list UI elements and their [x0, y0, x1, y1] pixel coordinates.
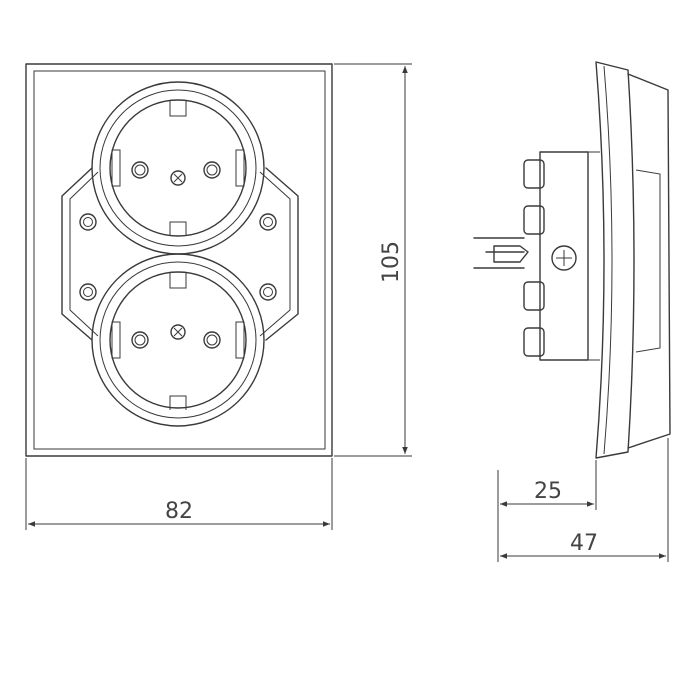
socket-upper-ring — [99, 89, 257, 247]
center-screw-icon — [170, 170, 186, 186]
notch-right — [235, 321, 245, 359]
cover-profile — [595, 61, 635, 459]
frame-outer — [25, 63, 333, 457]
pin-hole-right — [203, 331, 221, 349]
insert-outline — [61, 167, 299, 341]
clamp-pin — [473, 237, 525, 269]
side-screw-cross — [556, 250, 572, 266]
pin-hole-left-inner — [134, 164, 146, 176]
clamp-head — [493, 245, 529, 263]
socket-upper — [91, 81, 265, 255]
socket-lower-well — [109, 271, 247, 409]
socket-lower-ring — [99, 261, 257, 419]
side-screw-icon — [551, 245, 577, 271]
socket-upper-well — [109, 99, 247, 237]
front-view: 105 82 — [25, 63, 412, 530]
center-screw-icon — [170, 324, 186, 340]
fixing-hole-br-inner — [263, 287, 273, 297]
dim-label-height: 105 — [379, 241, 404, 283]
notch-right — [235, 149, 245, 187]
cover-profile-inner — [603, 65, 613, 455]
dim-label-depth-inner: 25 — [534, 479, 562, 504]
pin-hole-left — [131, 331, 149, 349]
rear-housing-step — [635, 169, 661, 353]
pin-hole-left-inner — [134, 334, 146, 346]
insert-outline-inner — [69, 171, 291, 337]
socket-lower-rim — [91, 253, 265, 427]
pin-hole-right-inner — [206, 164, 218, 176]
fixing-hole-bl — [79, 283, 97, 301]
pin-hole-right-inner — [206, 334, 218, 346]
screw-cross — [173, 327, 183, 337]
socket-lower — [91, 253, 265, 427]
earth-clip-top — [169, 100, 187, 117]
mount-block — [539, 151, 589, 361]
side-view: 25 47 — [473, 61, 671, 562]
earth-clip-top — [169, 272, 187, 289]
notch-left — [111, 149, 121, 187]
notch-left — [111, 321, 121, 359]
socket-upper-rim — [91, 81, 265, 255]
fixing-hole-tr-inner — [263, 217, 273, 227]
earth-clip-bottom — [169, 221, 187, 236]
pin-hole-left — [131, 161, 149, 179]
fixing-hole-bl-inner — [83, 287, 93, 297]
frame-inner — [33, 70, 326, 450]
earth-clip-bottom — [169, 395, 187, 410]
dim-label-depth-total: 47 — [570, 531, 598, 556]
screw-cross — [173, 173, 183, 183]
dim-label-width: 82 — [165, 499, 193, 524]
pin-hole-right — [203, 161, 221, 179]
terminal-tabs — [523, 159, 545, 357]
fixing-hole-tr — [259, 213, 277, 231]
rear-housing — [627, 73, 671, 449]
fixing-hole-tl — [79, 213, 97, 231]
fixing-hole-tl-inner — [83, 217, 93, 227]
fixing-hole-br — [259, 283, 277, 301]
